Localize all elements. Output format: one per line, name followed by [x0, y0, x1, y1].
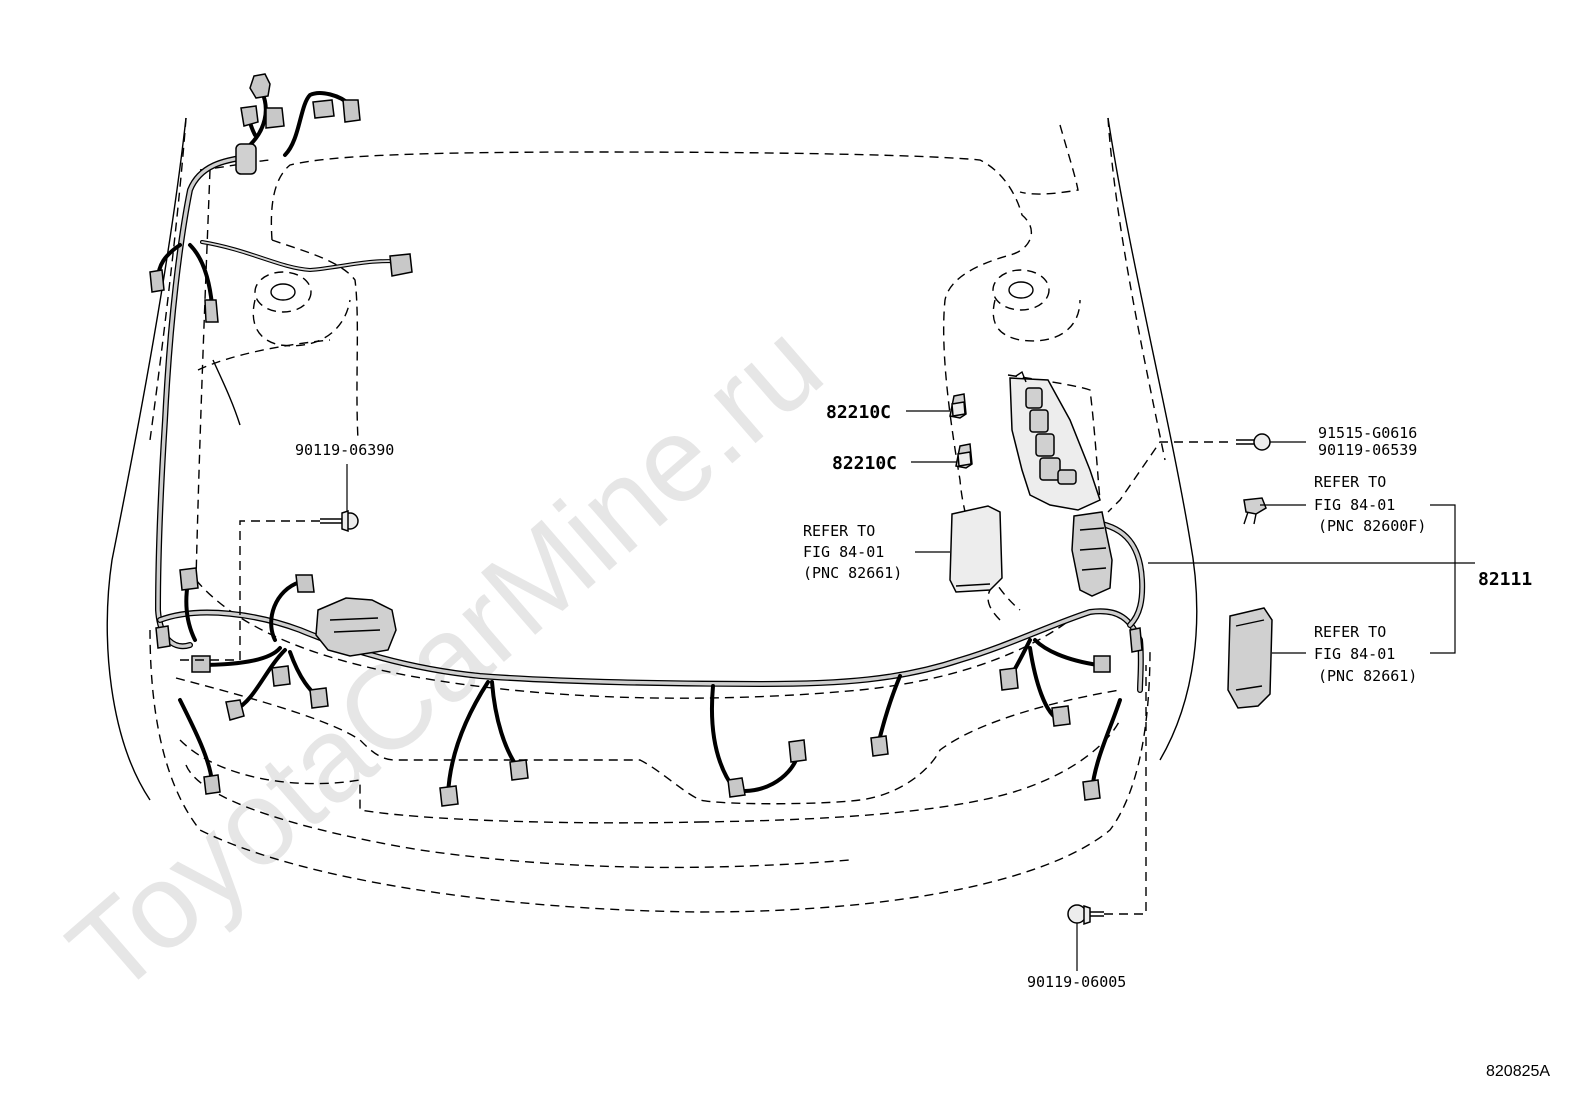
- connector-icon: [265, 107, 285, 129]
- refer-right-top-line2: FIG 84-01: [1314, 496, 1395, 514]
- connector-icon: [1093, 655, 1111, 673]
- part-labels: 82210C 82210C 90119-06390 REFER TO FIG 8…: [295, 402, 1550, 1080]
- connector-icon: [203, 774, 221, 795]
- reference-lines: [180, 441, 1228, 915]
- relay-box-82661-right: [1227, 607, 1273, 709]
- connector-icon: [1129, 627, 1143, 653]
- vehicle-body-outline: [106, 117, 1198, 913]
- connector-icon: [191, 655, 211, 673]
- bolt-icon: [1253, 433, 1271, 451]
- junction-block-bracket-icon: [1009, 377, 1101, 511]
- wire-harness-82111: [155, 90, 1146, 797]
- junction-block-group: [1009, 370, 1113, 597]
- connector-icon: [155, 625, 171, 649]
- label-82210c-upper: 82210C: [826, 402, 891, 423]
- connector-icon: [271, 665, 291, 687]
- connector-icon: [249, 73, 271, 99]
- figure-id: 820825A: [1486, 1063, 1550, 1080]
- refer-right-bottom-line1: REFER TO: [1314, 623, 1386, 641]
- connector-icon: [1051, 705, 1071, 727]
- refer-right-top-line3: (PNC 82600F): [1318, 517, 1426, 535]
- leader-lines: [346, 410, 1475, 971]
- connector-icon: [179, 567, 199, 591]
- relay-82210c-lower: [955, 443, 973, 469]
- refer-right-bottom-line3: (PNC 82661): [1318, 667, 1417, 685]
- fuse-part-82600f: [1243, 497, 1267, 525]
- connector-icon: [999, 667, 1019, 691]
- connector-icon: [295, 574, 315, 593]
- fusible-link-block-icon: [315, 597, 397, 657]
- connector-icon: [149, 269, 165, 293]
- bolt-90119-06390: [320, 509, 359, 533]
- relay-box-icon: [1227, 607, 1273, 709]
- refer-left-line1: REFER TO: [803, 522, 875, 540]
- connector-icon: [312, 99, 335, 119]
- label-90119-06539: 90119-06539: [1318, 441, 1417, 459]
- refer-left-line3: (PNC 82661): [803, 564, 902, 582]
- label-82210c-lower: 82210C: [832, 453, 897, 474]
- connector-icon: [1082, 779, 1101, 801]
- connector-icon: [389, 253, 413, 277]
- connector-icon: [509, 759, 529, 781]
- bolt-90119-06005: [1067, 904, 1104, 926]
- connector-icon: [240, 105, 259, 127]
- refer-left-line2: FIG 84-01: [803, 543, 884, 561]
- harness-connectors: [149, 73, 1143, 807]
- refer-right-bottom-line2: FIG 84-01: [1314, 645, 1395, 663]
- relay-82210c-upper: [949, 393, 967, 419]
- connector-icon: [309, 687, 329, 709]
- label-90119-06005: 90119-06005: [1027, 973, 1126, 991]
- fuse-icon: [1243, 497, 1267, 515]
- connector-holder-icon: [1071, 511, 1113, 597]
- connector-icon: [342, 99, 361, 123]
- connector-icon: [225, 699, 245, 721]
- connector-icon: [727, 777, 746, 798]
- connector-icon: [204, 299, 219, 323]
- label-82111: 82111: [1478, 569, 1532, 590]
- connector-icon: [439, 785, 459, 807]
- relay-box-icon: [949, 505, 1003, 593]
- label-91515-g0616: 91515-G0616: [1318, 424, 1417, 442]
- relay-box-82661-center: [949, 505, 1003, 593]
- connector-icon: [788, 739, 807, 763]
- connector-icon: [870, 735, 889, 757]
- label-90119-06390: 90119-06390: [295, 441, 394, 459]
- bolt-91515-g0616: [1236, 433, 1271, 451]
- refer-right-top-line1: REFER TO: [1314, 473, 1386, 491]
- grommet-icon: [235, 143, 257, 175]
